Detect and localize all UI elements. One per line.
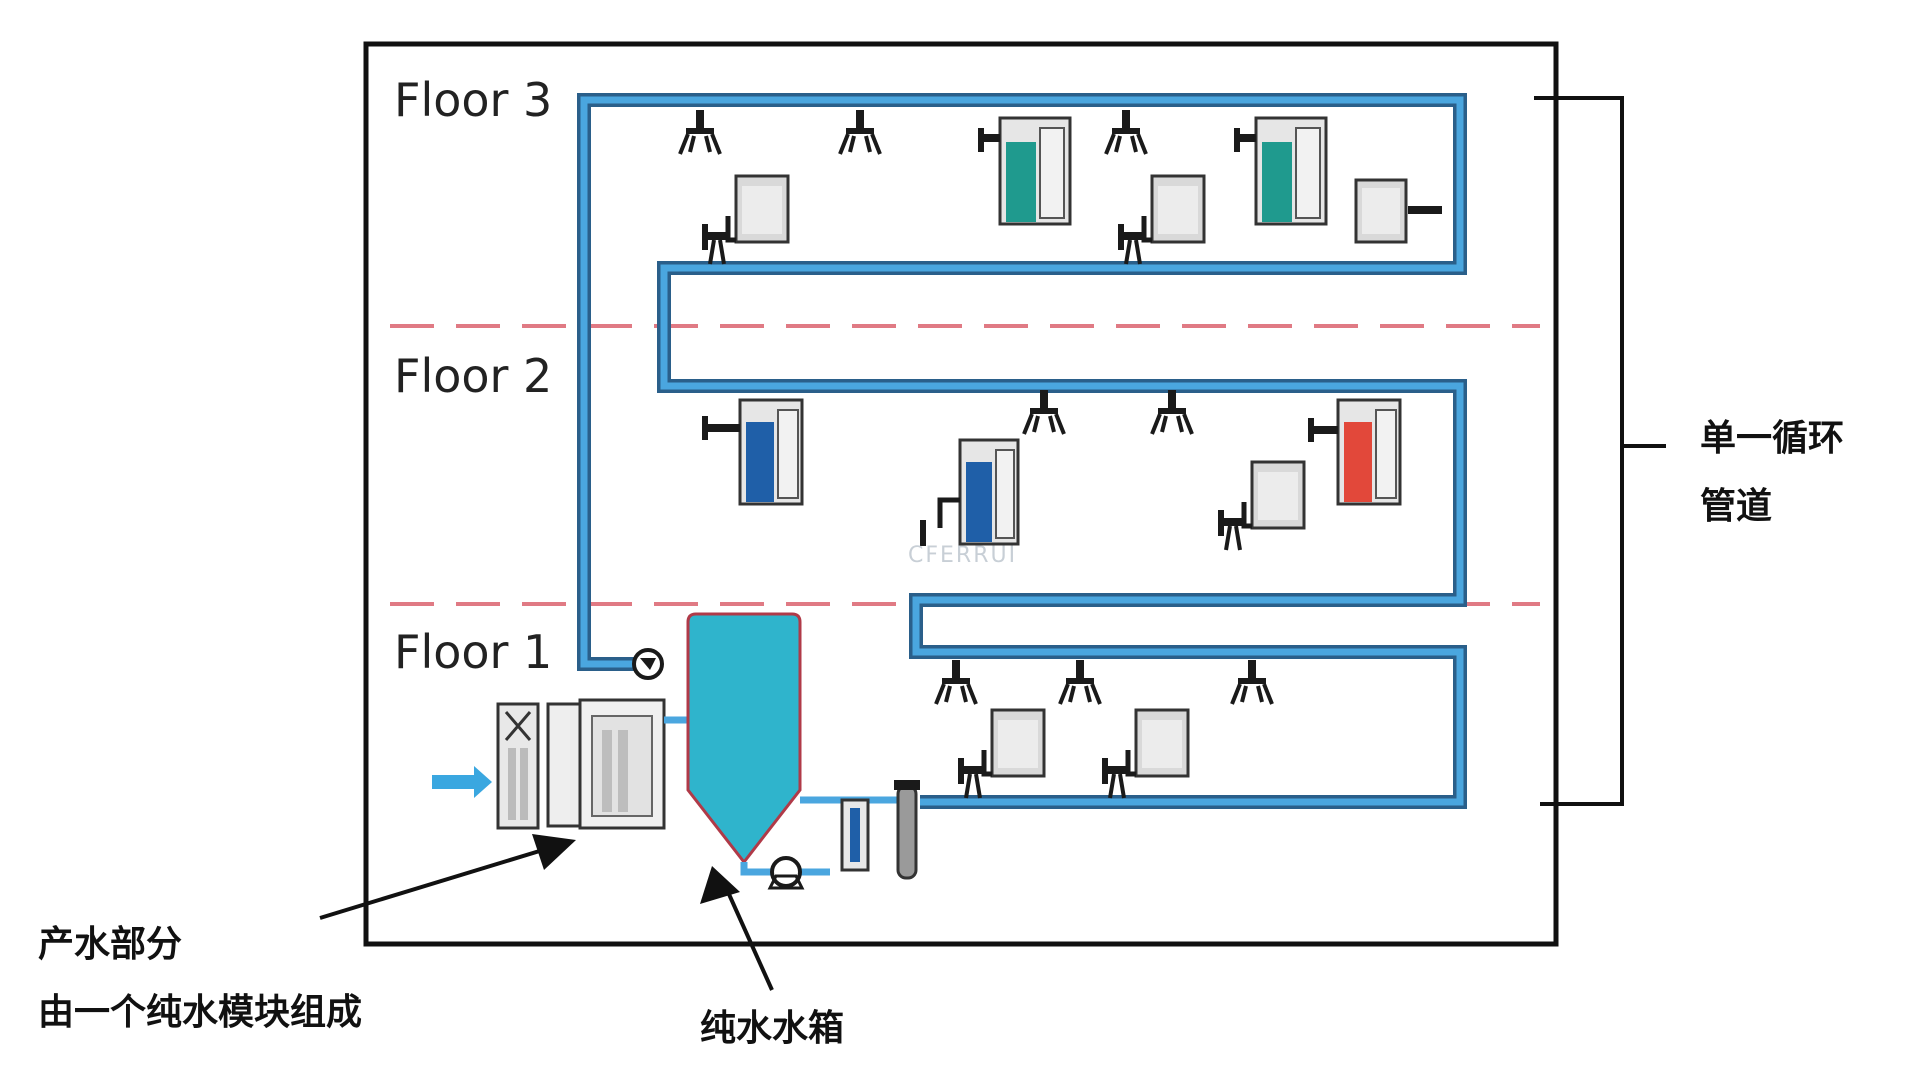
lab-water-unit-icon [978, 116, 1072, 226]
watermark: CFERRUI [908, 543, 1017, 568]
water-purification-module-icon [496, 698, 666, 830]
pump-icon [632, 648, 664, 680]
floor-label-3: Floor 3 [394, 73, 552, 127]
pure-water-tank [686, 612, 802, 865]
tap-icon [934, 658, 978, 706]
inlet-arrow-icon [432, 766, 492, 798]
lab-water-unit-icon [1308, 398, 1402, 506]
floor-label-1: Floor 1 [394, 625, 552, 679]
lab-water-unit-icon [920, 438, 1020, 546]
tank-arrowhead-icon [700, 866, 740, 904]
loop-bracket [1534, 96, 1666, 806]
building-frame [363, 41, 1559, 947]
loop-label-line2: 管道 [1700, 486, 1772, 527]
loop-label-line1: 单一循环 [1700, 418, 1844, 459]
tap-icon [1058, 658, 1102, 706]
tap-icon [1230, 658, 1274, 706]
tap-icon [1104, 108, 1148, 156]
production-arrowhead-icon [532, 834, 576, 870]
filter-cartridge-icon [840, 798, 870, 872]
circulation-pump-icon [767, 856, 805, 890]
analyzer-unit-icon [1102, 710, 1188, 798]
analyzer-unit-icon [958, 710, 1044, 798]
production-label-line1: 产水部分 [38, 924, 182, 965]
sterilizer-icon [894, 780, 920, 880]
analyzer-unit-icon [702, 176, 788, 264]
tap-icon [1022, 388, 1066, 436]
tap-icon [1150, 388, 1194, 436]
analyzer-unit-icon [1218, 462, 1304, 550]
tap-icon [678, 108, 722, 156]
production-pointer-line [319, 844, 557, 920]
floor-label-2: Floor 2 [394, 349, 552, 403]
lab-water-unit-icon [702, 398, 804, 506]
tap-icon [838, 108, 882, 156]
tank-pointer-line [726, 891, 774, 991]
lab-water-unit-icon [1234, 116, 1328, 226]
analyzer-unit-icon [1118, 176, 1204, 264]
analyzer-unit-icon [1354, 178, 1442, 244]
production-label-line2: 由一个纯水模块组成 [38, 992, 362, 1033]
tank-label: 纯水水箱 [700, 1008, 844, 1049]
